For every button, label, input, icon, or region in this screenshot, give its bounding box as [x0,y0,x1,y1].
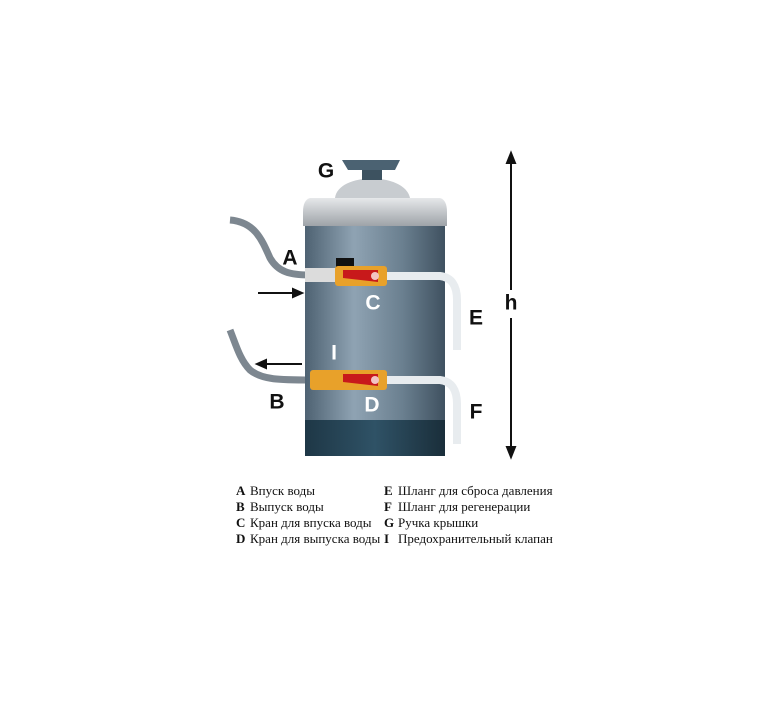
tank-body [305,225,445,420]
label-g: G [317,159,335,183]
outlet-arrow [254,358,302,370]
label-h: h [504,291,518,315]
drain-hose-f [385,376,461,444]
label-a: A [282,246,298,270]
height-arrow [505,150,517,460]
inlet-hose [229,216,311,279]
inlet-arrow [258,287,305,299]
label-b: B [269,390,285,414]
lid-handle [342,160,400,170]
label-e: E [468,306,484,330]
outlet-hose [226,328,313,384]
label-f: F [469,400,483,424]
label-i: I [331,341,337,365]
tank-base [305,418,445,456]
lid-dome [335,178,410,198]
label-c: C [365,291,381,315]
tank-lid [303,198,447,226]
label-d: D [364,393,380,417]
drain-hose-e [385,272,461,350]
